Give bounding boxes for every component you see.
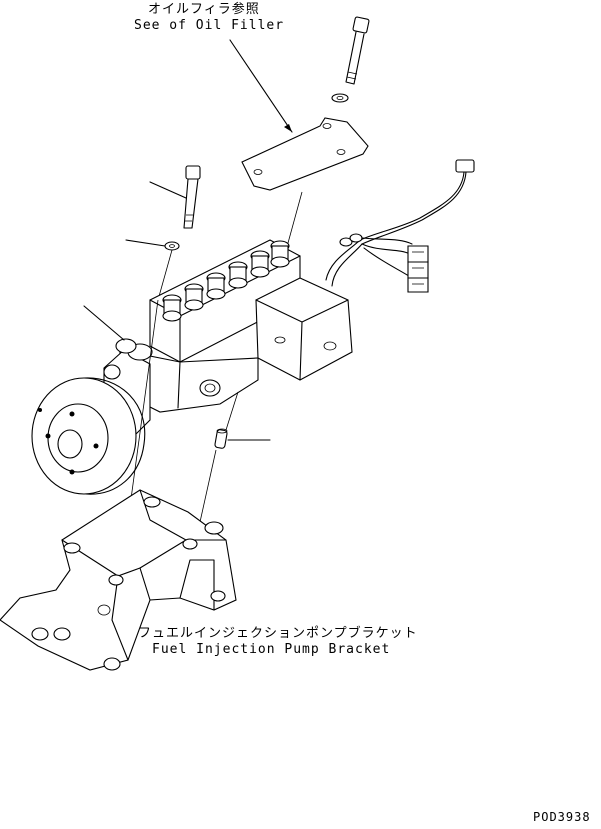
leader-arrowhead bbox=[284, 124, 292, 132]
left-bolt bbox=[183, 165, 201, 229]
top-washer bbox=[331, 93, 349, 103]
oil-filler-leader-line bbox=[229, 39, 293, 133]
pump-bracket-label-en: Fuel Injection Pump Bracket bbox=[152, 642, 391, 657]
drawing-code: POD3938 bbox=[533, 810, 591, 824]
assembly-line-stud-top bbox=[225, 391, 239, 431]
top-bolt bbox=[345, 16, 370, 85]
pump-bracket-label-jp: フュエルインジェクションポンプブラケット bbox=[138, 626, 418, 641]
fuel-injection-pump-bracket bbox=[0, 489, 237, 671]
assembly-line-left-bolt bbox=[157, 249, 173, 301]
delivery-valve-holders bbox=[162, 240, 290, 322]
wiring-harness bbox=[325, 159, 475, 293]
dowel-stud bbox=[214, 428, 228, 449]
oil-filler-bracket-plate bbox=[241, 117, 369, 191]
pump-body-leader bbox=[83, 305, 125, 341]
drive-gear-disk bbox=[31, 377, 146, 495]
injection-pump-body bbox=[103, 239, 353, 441]
left-washer bbox=[164, 241, 180, 251]
oil-filler-reference-label-en: See of Oil Filler bbox=[134, 18, 285, 33]
oil-filler-reference-label-jp: オイルフィラ参照 bbox=[148, 2, 260, 17]
left-bolt-leader bbox=[149, 181, 187, 199]
left-washer-leader bbox=[125, 239, 166, 247]
